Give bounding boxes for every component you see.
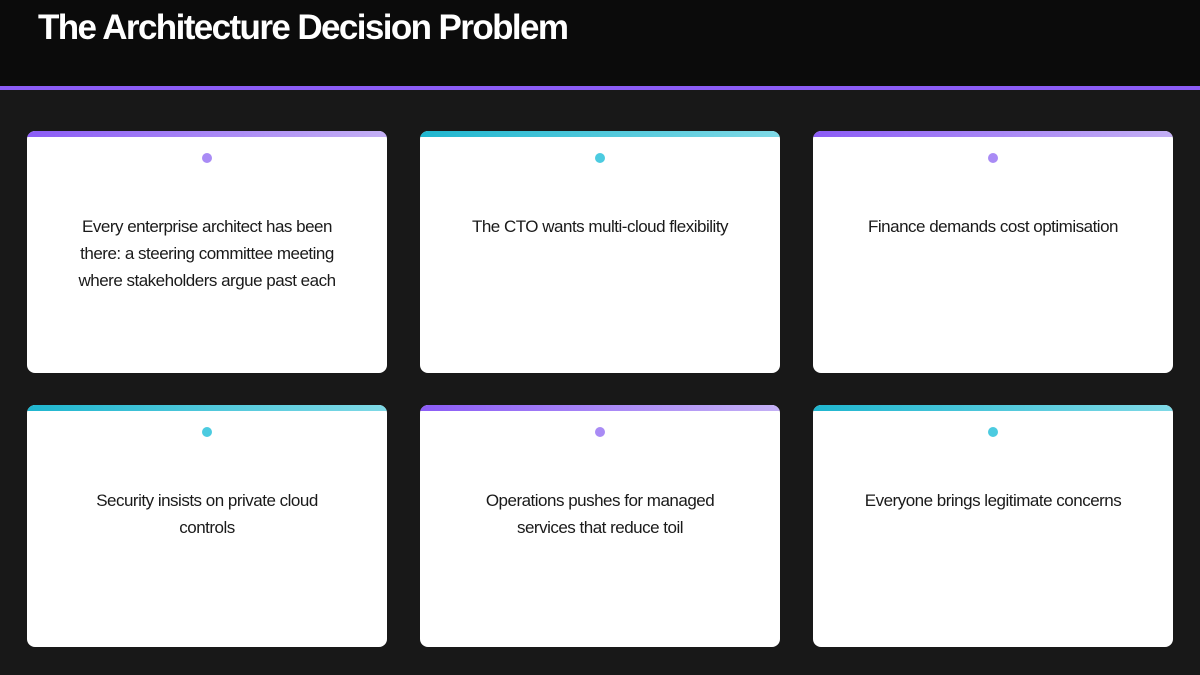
bullet-dot-icon: [988, 427, 998, 437]
card-accent-bar: [420, 405, 780, 411]
card-accent-bar: [813, 131, 1173, 137]
concern-card: Operations pushes for managed services t…: [420, 405, 780, 647]
card-accent-bar: [813, 405, 1173, 411]
slide-header: The Architecture Decision Problem: [0, 0, 1200, 90]
card-text: Operations pushes for managed services t…: [485, 491, 715, 537]
card-text: Finance demands cost optimisation: [868, 217, 1118, 236]
card-accent-bar: [27, 405, 387, 411]
concern-card: The CTO wants multi-cloud flexibility: [420, 131, 780, 373]
card-accent-bar: [27, 131, 387, 137]
concern-card: Every enterprise architect has been ther…: [27, 131, 387, 373]
bullet-dot-icon: [202, 153, 212, 163]
bullet-dot-icon: [202, 427, 212, 437]
card-text: The CTO wants multi-cloud flexibility: [471, 217, 729, 236]
card-text: Everyone brings legitimate concerns: [864, 491, 1122, 510]
bullet-dot-icon: [595, 427, 605, 437]
slide-title: The Architecture Decision Problem: [38, 8, 569, 47]
concern-card: Security insists on private cloud contro…: [27, 405, 387, 647]
concern-card: Everyone brings legitimate concerns: [813, 405, 1173, 647]
bullet-dot-icon: [988, 153, 998, 163]
card-accent-bar: [420, 131, 780, 137]
card-text: Every enterprise architect has been ther…: [78, 217, 336, 290]
card-text: Security insists on private cloud contro…: [96, 491, 318, 537]
bullet-dot-icon: [595, 153, 605, 163]
concern-card: Finance demands cost optimisation: [813, 131, 1173, 373]
